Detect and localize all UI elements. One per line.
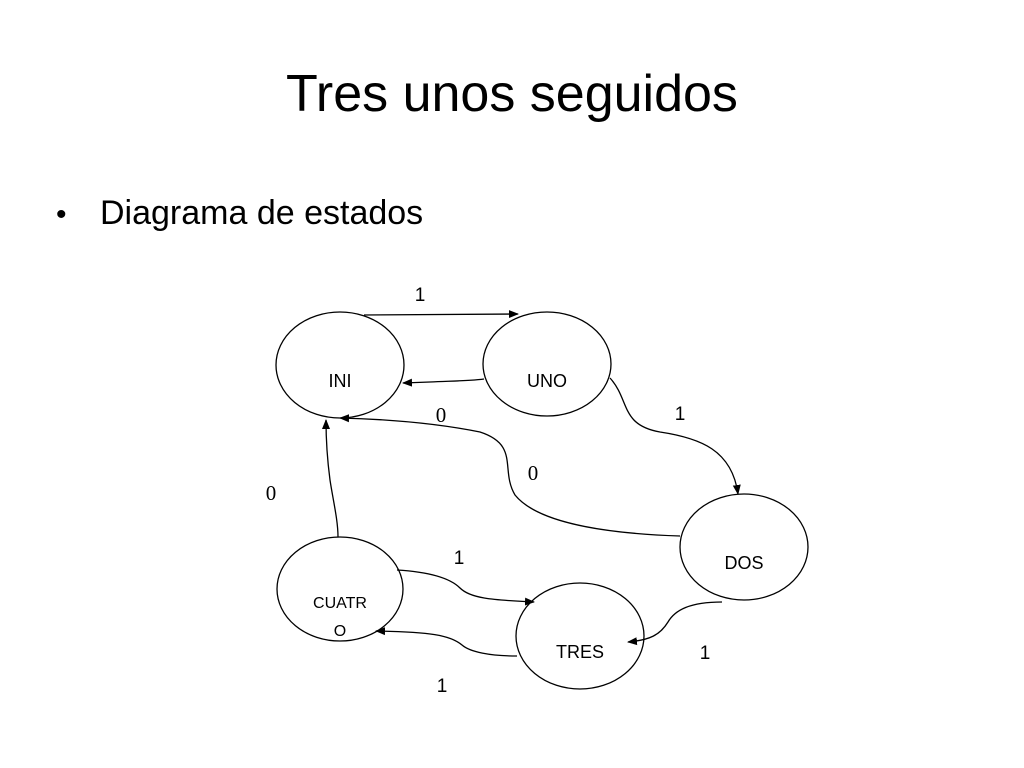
arrow-ini-to-uno	[363, 310, 519, 319]
label-dos-to-tres: 1	[700, 643, 711, 664]
arrow-cuatro-to-ini	[322, 419, 339, 538]
arrow-cuatro-to-tres	[396, 569, 535, 606]
label-ini-to-uno: 1	[415, 285, 426, 306]
bullet-item: • Diagrama de estados	[56, 190, 423, 238]
state-cuatro-label-line2: O	[334, 623, 346, 640]
state-dos-label: DOS	[724, 553, 763, 573]
state-tres: TRES	[515, 582, 645, 690]
state-cuatro-label-line1: CUATR	[313, 595, 367, 612]
state-uno: UNO	[482, 311, 612, 417]
bullet-text: Diagrama de estados	[100, 194, 424, 232]
arrow-uno-to-ini	[402, 378, 485, 387]
state-cuatro: CUATR O	[276, 536, 404, 642]
state-tres-circle	[515, 582, 645, 690]
label-uno-to-ini: 0	[436, 403, 447, 427]
state-cuatro-circle	[276, 536, 404, 642]
state-uno-label: UNO	[527, 371, 567, 391]
state-ini-label: INI	[328, 371, 351, 391]
label-uno-to-dos: 1	[675, 404, 686, 425]
arrow-tres-to-cuatro	[375, 627, 518, 657]
state-dos: DOS	[679, 493, 809, 601]
state-ini-circle	[275, 311, 405, 419]
state-tres-label: TRES	[556, 642, 604, 662]
label-dos-to-ini: 0	[528, 461, 539, 485]
state-uno-circle	[482, 311, 612, 417]
state-ini: INI	[275, 311, 405, 419]
arrow-uno-to-dos	[609, 377, 741, 495]
label-cuatro-to-ini: 0	[266, 481, 277, 505]
bullet-icon: •	[56, 198, 67, 231]
arrow-dos-to-tres	[627, 601, 723, 646]
slide-title: Tres unos seguidos	[286, 65, 738, 123]
arrow-dos-to-ini	[339, 414, 681, 537]
label-tres-to-cuatro: 1	[437, 676, 448, 697]
label-cuatro-to-tres: 1	[454, 548, 465, 569]
state-dos-circle	[679, 493, 809, 601]
